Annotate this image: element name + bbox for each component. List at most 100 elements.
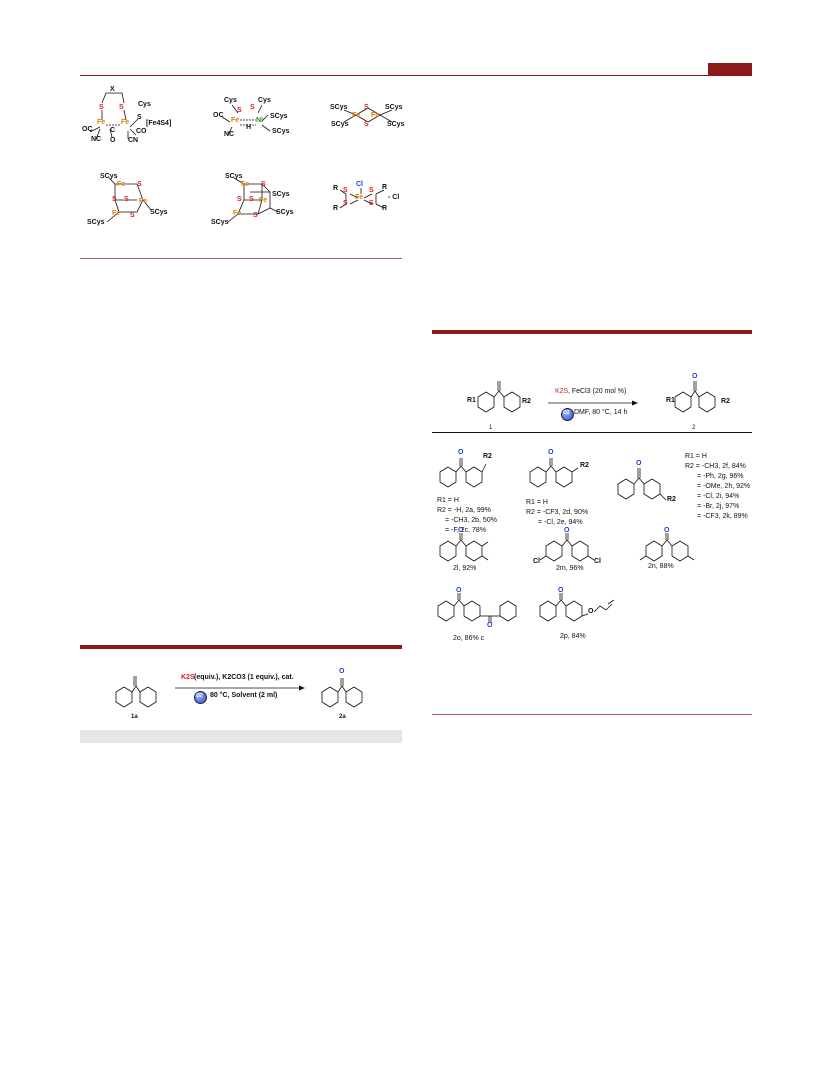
nife-oc: OC xyxy=(213,112,224,119)
fecl-cl: Cl xyxy=(356,181,363,188)
fe4s4-scys-bottom: SCys xyxy=(211,219,229,226)
nife-nc: NC xyxy=(224,131,235,138)
product-2m-cl-left: Cl xyxy=(533,558,540,565)
o2-bubble-right xyxy=(561,408,574,421)
fe2s2-scys-br: SCys xyxy=(387,121,405,128)
fe4s4-fe-mid: Fe xyxy=(259,197,268,204)
table-header-bar xyxy=(80,730,402,743)
conditions-left: 80 °C, Solvent (2 ml) xyxy=(210,692,278,699)
block-a-r2c: = -F, 2c, 78% xyxy=(445,527,487,534)
reagent-rest-right: , FeCl3 (20 mol %) xyxy=(568,388,627,395)
fe4s4-scys-right: SCys xyxy=(276,209,294,216)
fe4s4-fe-top: Fe xyxy=(241,181,250,188)
block-a-r2a: R2 = -H, 2a, 99% xyxy=(437,507,491,514)
header-rule xyxy=(80,75,752,76)
product-2n-structure xyxy=(639,533,695,562)
o2-label-right: O2 xyxy=(563,410,570,416)
h-cluster-s: S xyxy=(137,114,142,121)
nife-cys-2: Cys xyxy=(258,97,271,104)
product-2l-label: 2l, 92% xyxy=(453,565,477,572)
product-2-oxygen: O xyxy=(692,373,698,380)
nife-scys-1: SCys xyxy=(270,113,288,120)
conditions-right: DMF, 80 °C, 14 h xyxy=(574,409,628,416)
h-cluster-oc: OC xyxy=(82,126,93,133)
fe4s4-scys-top: SCys xyxy=(225,173,243,180)
fecl-structure xyxy=(339,188,385,209)
fe3s4-structure xyxy=(106,177,152,223)
block-b-r2d: R2 = -CF3, 2d, 90% xyxy=(526,509,589,516)
fe2s2-scys-tl: SCys xyxy=(330,104,348,111)
substrate-r1: R1 xyxy=(467,397,476,404)
product-2a xyxy=(321,678,363,708)
block-b-r2e: = -Cl, 2e, 94% xyxy=(538,519,583,526)
fe4s4-structure xyxy=(227,177,279,223)
product-2n-label: 2n, 88% xyxy=(648,563,674,570)
fe4s4-scys-right-top: SCys xyxy=(272,191,290,198)
fe3s4-fe-bottom: Fe xyxy=(112,210,121,217)
reaction-arrow-right xyxy=(548,400,638,406)
nife-fe: Fe xyxy=(231,117,240,124)
fecl-s-bl: S xyxy=(343,200,348,207)
h-cluster-fe4s4: [Fe4S4] xyxy=(146,120,172,127)
o2-label-left: O2 xyxy=(196,693,203,699)
fecl-fe: Fe xyxy=(355,194,364,201)
scheme-right-top-rule xyxy=(432,330,752,334)
fe4s4-fe-left: Fe xyxy=(233,210,242,217)
nife-s-a: S xyxy=(237,107,242,114)
fe4s4-s-tr: S xyxy=(261,181,266,188)
product-2o-structure xyxy=(437,593,517,623)
product-2o-oxygen-top: O xyxy=(456,587,462,594)
product-2o-label: 2o, 86% c xyxy=(453,635,485,642)
fecl-r-tr: R xyxy=(382,184,388,191)
nife-ni: Ni xyxy=(256,117,263,124)
scheme-right-separator xyxy=(432,432,752,433)
o2-bubble-left xyxy=(194,691,207,704)
scheme-right-bottom-rule xyxy=(432,714,752,715)
fecl-r-br: R xyxy=(382,205,388,212)
fecl-minus-cl: - Cl xyxy=(388,194,400,201)
nife-cys-1: Cys xyxy=(224,97,237,104)
substrate-r2: R2 xyxy=(522,398,531,405)
para-oxygen: O xyxy=(636,460,642,467)
label-1a: 1a xyxy=(131,714,138,720)
fe3s4-scys-right: SCys xyxy=(150,209,168,216)
h-cluster-structure xyxy=(89,92,139,140)
h-cluster-s-a: S xyxy=(99,104,104,111)
reagent-rest-left: (equiv.), K2CO3 (1 equiv.), cat. xyxy=(194,674,294,681)
block-b-r1: R1 = H xyxy=(526,499,548,506)
h-cluster-x: X xyxy=(110,86,115,93)
product-r2: R2 xyxy=(721,398,730,405)
fe4s4-s-bottom: S xyxy=(253,212,258,219)
block-c-r2j: = -Br, 2j, 97% xyxy=(697,503,740,510)
meta-oxygen: O xyxy=(548,449,554,456)
fecl-r-tl: R xyxy=(333,185,339,192)
product-2p-label: 2p, 84% xyxy=(560,633,586,640)
fe3s4-s-tr: S xyxy=(137,181,142,188)
h-cluster-cys: Cys xyxy=(138,101,151,108)
header-tab xyxy=(708,63,752,75)
ortho-product-structure xyxy=(439,458,487,488)
nife-h: H xyxy=(246,124,252,131)
fe3s4-s-mid: S xyxy=(124,196,129,203)
product-2 xyxy=(674,381,716,413)
h-cluster-fe-a: Fe xyxy=(97,119,106,126)
product-2p-structure xyxy=(539,593,615,622)
fe2s2-fe-1: Fe xyxy=(352,112,361,119)
nife-structure xyxy=(221,104,271,136)
meta-product-structure xyxy=(529,458,579,488)
nife-scys-2: SCys xyxy=(272,128,290,135)
product-2l-structure xyxy=(439,533,489,562)
fe2s2-s-1: S xyxy=(364,104,369,111)
reagent-k2s-left: K2S xyxy=(181,674,195,681)
h-cluster-co: CO xyxy=(136,128,147,135)
fe4s4-s-ml: S xyxy=(237,196,242,203)
reaction-arrow-left xyxy=(175,685,305,691)
product-2m-label: 2m, 96% xyxy=(556,565,584,572)
fe2s2-scys-tr: SCys xyxy=(385,104,403,111)
meta-r2: R2 xyxy=(580,462,589,469)
product-r1: R1 xyxy=(666,397,675,404)
fecl-s-tr: S xyxy=(369,187,374,194)
block-c-r2k: = -CF3, 2k, 89% xyxy=(697,513,748,520)
product-2l-oxygen: O xyxy=(458,527,464,534)
label-2: 2 xyxy=(692,425,696,431)
